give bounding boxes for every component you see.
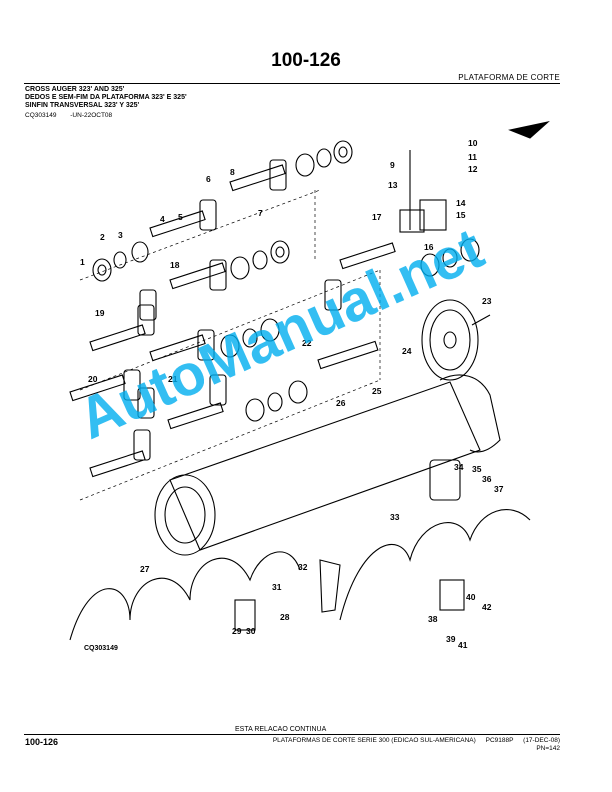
shaft-row-3 <box>89 304 379 370</box>
callout-4: 4 <box>160 214 165 224</box>
footer-info: PLATAFORMAS DE CORTE SERIE 300 (EDICAO S… <box>273 737 560 753</box>
callout-42: 42 <box>482 602 492 612</box>
callout-23: 23 <box>482 296 492 306</box>
callout-19: 19 <box>95 308 105 318</box>
callout-7: 7 <box>258 208 263 218</box>
callout-6: 6 <box>206 174 211 184</box>
exploded-parts-diagram: 1 2 3 4 5 6 7 8 9 10 11 12 13 14 15 16 1… <box>69 121 550 650</box>
continues-note: ESTA RELACAO CONTINUA <box>235 726 327 733</box>
catalog-code: PC9188P <box>485 737 514 744</box>
callout-40: 40 <box>466 592 476 602</box>
callout-22: 22 <box>302 338 312 348</box>
callout-37: 37 <box>494 484 504 494</box>
section-title: PLATAFORMA DE CORTE <box>458 73 560 82</box>
callout-15: 15 <box>456 210 466 220</box>
title-english: CROSS AUGER 323' AND 325' <box>25 86 125 93</box>
shaft-row-4 <box>69 369 308 430</box>
callout-33: 33 <box>390 512 400 522</box>
callout-9: 9 <box>390 160 395 170</box>
shaft-row-2 <box>139 238 480 321</box>
callout-39: 39 <box>446 634 456 644</box>
callout-18: 18 <box>170 260 180 270</box>
callout-14: 14 <box>456 198 466 208</box>
header-divider <box>24 83 560 84</box>
reference-line: CQ303149 -UN-22OCT08 <box>25 112 112 119</box>
callout-26: 26 <box>336 398 346 408</box>
title-portuguese: DEDOS E SEM-FIM DA PLATAFORMA 323' E 325… <box>25 94 187 101</box>
callout-38: 38 <box>428 614 438 624</box>
watermark-text: AutoManual.net <box>80 216 493 452</box>
reference-date: -UN-22OCT08 <box>70 112 113 119</box>
callout-11: 11 <box>468 152 477 162</box>
callout-5: 5 <box>178 212 183 222</box>
auger-flighting <box>69 509 531 641</box>
callout-21: 21 <box>168 374 178 384</box>
figure-code: CQ303149 <box>84 645 118 652</box>
catalog-date: (17-DEC-08) <box>523 737 560 744</box>
callout-34: 34 <box>454 462 464 472</box>
reference-code: CQ303149 <box>25 112 57 119</box>
auger-tube <box>154 374 501 556</box>
title-block: CROSS AUGER 323' AND 325' DEDOS E SEM-FI… <box>25 86 187 110</box>
callout-12: 12 <box>468 164 478 174</box>
callout-41: 41 <box>458 640 468 650</box>
footer-page-number: 100-126 <box>25 737 59 747</box>
callout-29: 29 <box>232 626 242 636</box>
callout-20: 20 <box>88 374 98 384</box>
callout-13: 13 <box>388 180 398 190</box>
callout-10: 10 <box>468 138 478 148</box>
title-spanish: SINFIN TRANSVERSAL 323' Y 325' <box>25 102 140 109</box>
callout-25: 25 <box>372 386 382 396</box>
callout-2: 2 <box>100 232 105 242</box>
callout-35: 35 <box>472 464 482 474</box>
callout-1: 1 <box>80 257 85 267</box>
watermark: AutoManual.net <box>80 216 493 452</box>
callout-8: 8 <box>230 167 235 177</box>
bracket-hardware <box>234 150 465 631</box>
callout-28: 28 <box>280 612 290 622</box>
page-number: 100-126 <box>271 50 341 71</box>
direction-arrow-icon <box>508 121 550 139</box>
callout-30: 30 <box>246 626 256 636</box>
catalog-title: PLATAFORMAS DE CORTE SERIE 300 (EDICAO S… <box>272 737 476 744</box>
callout-24: 24 <box>402 346 412 356</box>
drive-sprocket <box>421 299 491 381</box>
footer-divider <box>24 734 560 735</box>
page-code: PN=142 <box>536 745 560 752</box>
callout-17: 17 <box>372 212 382 222</box>
shaft-row-5 <box>89 429 151 478</box>
callout-16: 16 <box>424 242 434 252</box>
shaft-row-1 <box>92 140 353 282</box>
callout-27: 27 <box>140 564 150 574</box>
callout-3: 3 <box>118 230 123 240</box>
callout-31: 31 <box>272 582 282 592</box>
callout-36: 36 <box>482 474 492 484</box>
callout-32: 32 <box>298 562 308 572</box>
